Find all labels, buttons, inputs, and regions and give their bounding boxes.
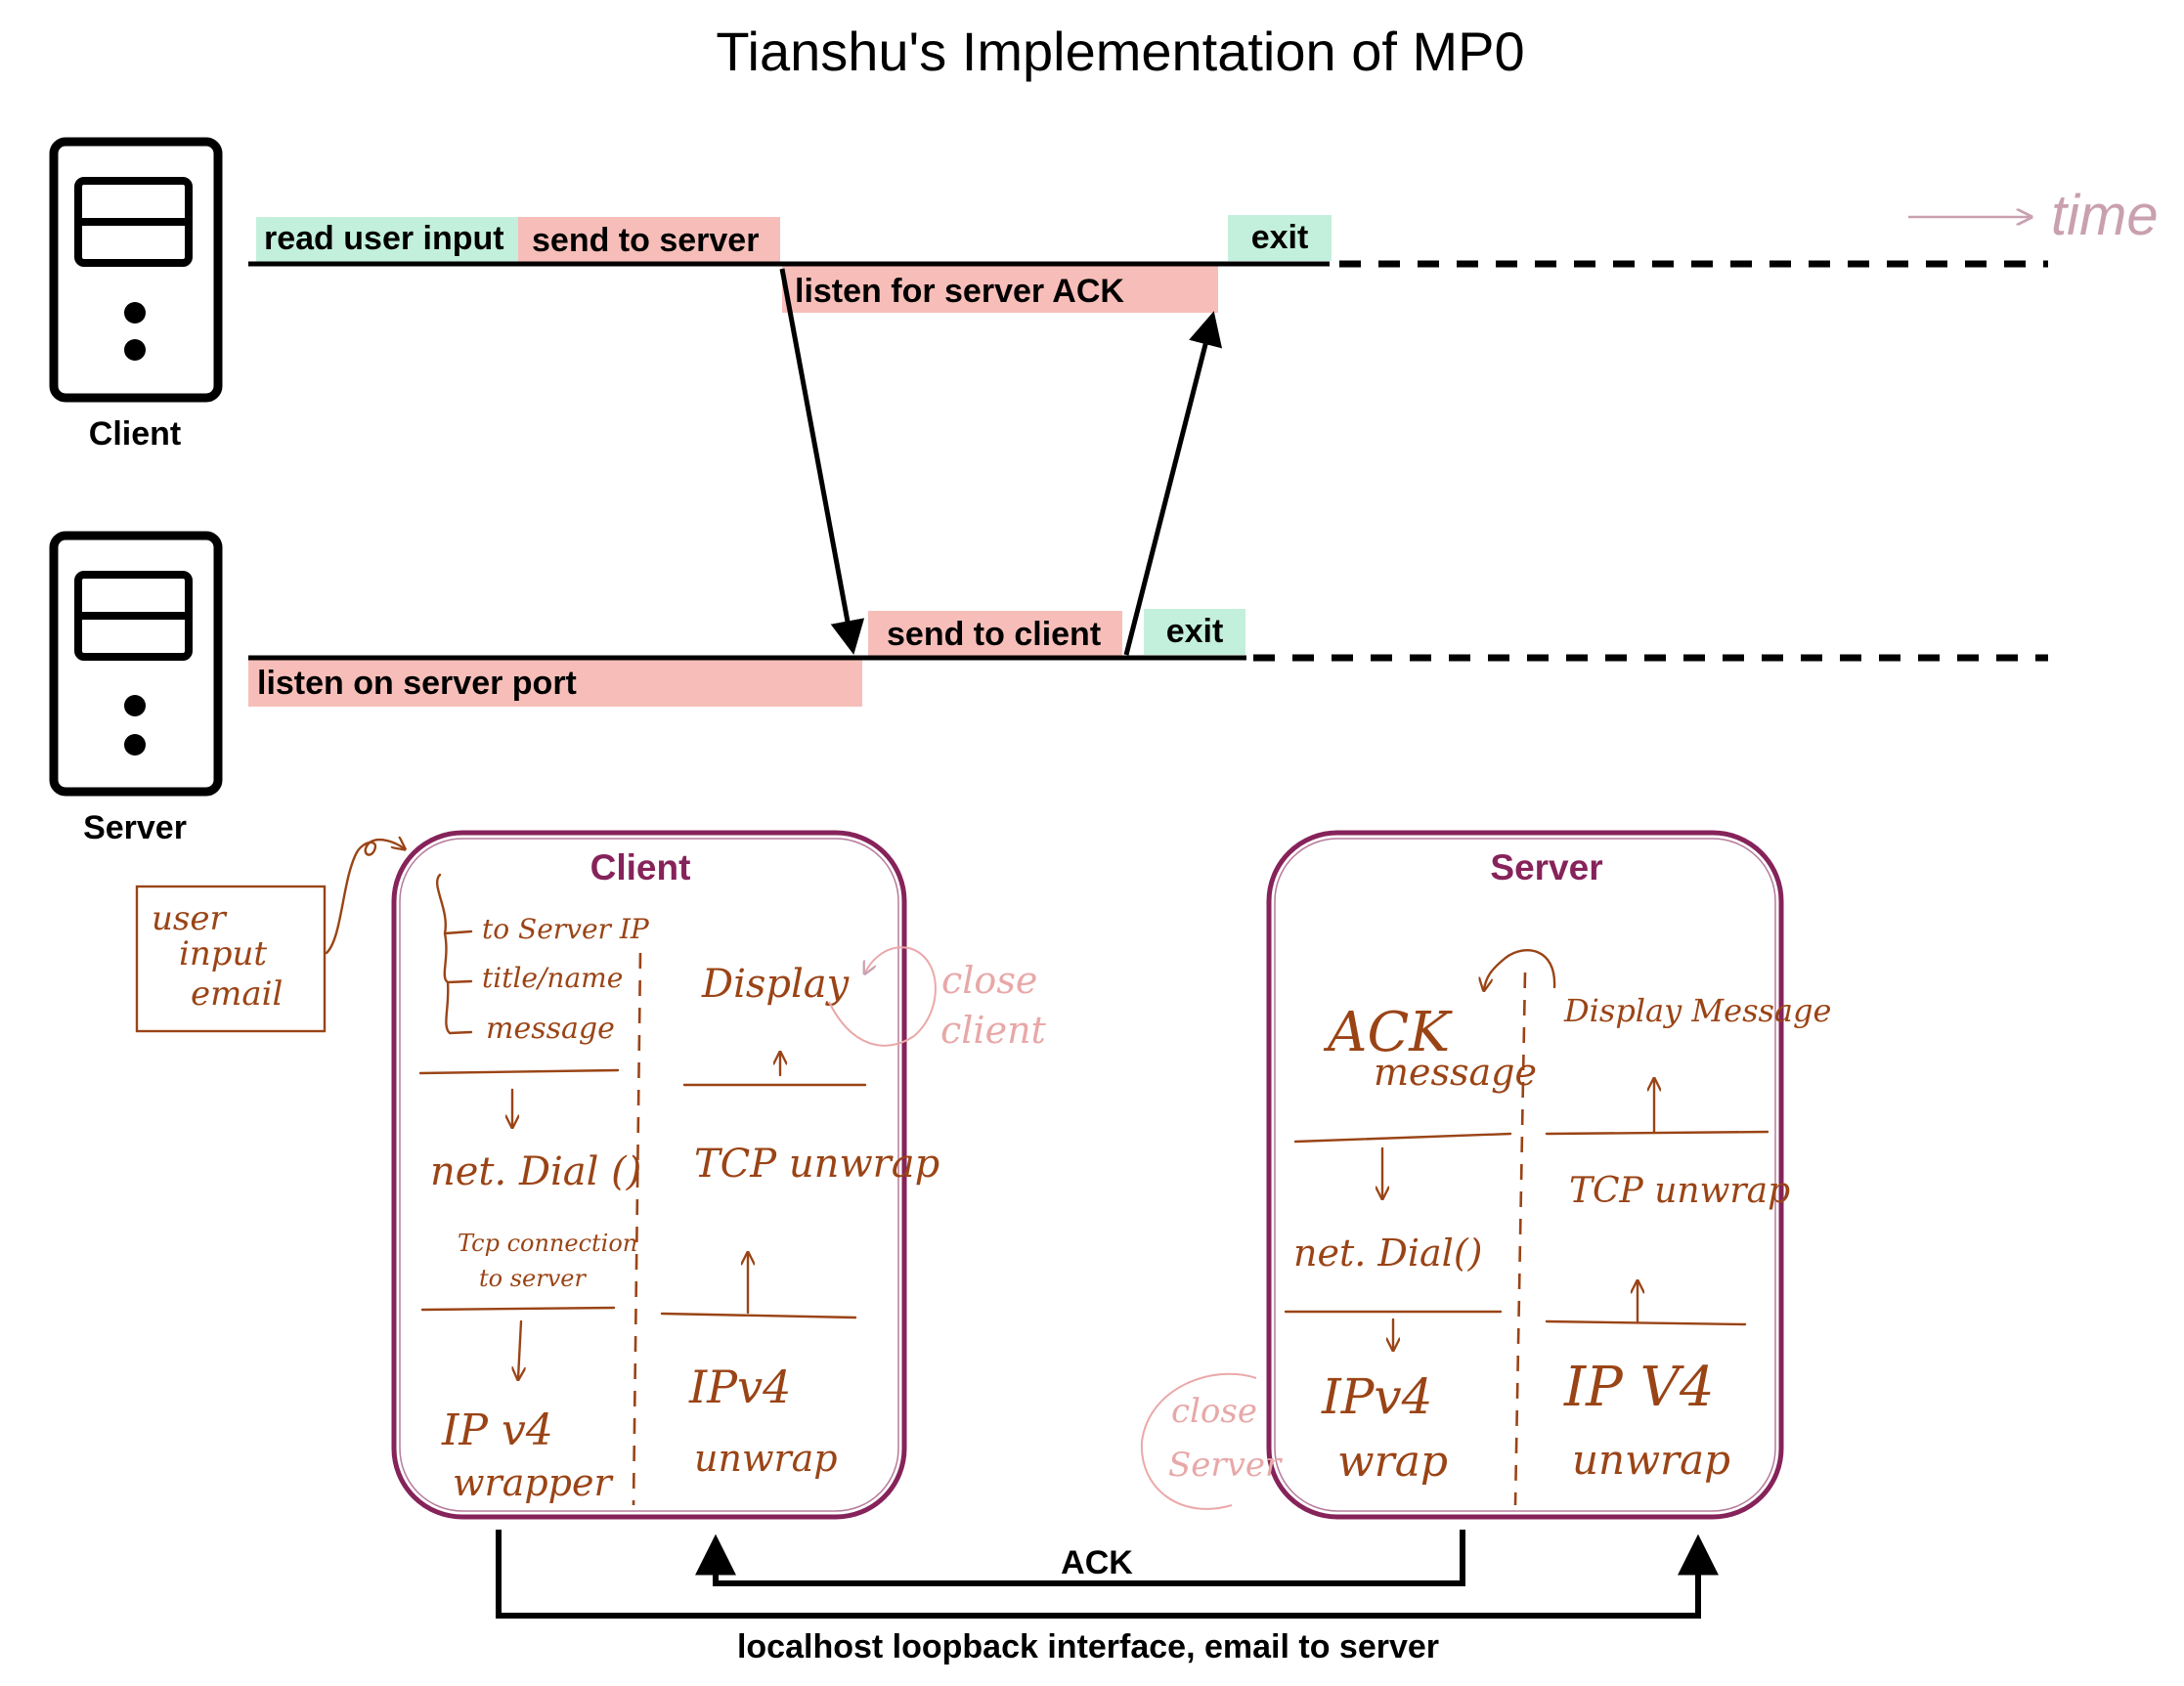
client-icon-label: Client [89, 415, 181, 453]
server-ipv4-wrap-1: IPv4 [1321, 1368, 1432, 1425]
server-loop-arrow [1484, 949, 1556, 989]
close-client-note-1: close [941, 959, 1037, 1002]
close-server-loop [1140, 1372, 1257, 1510]
bar-client-exit-label: exit [1251, 219, 1309, 256]
loopback-connection-line [496, 1530, 1719, 1619]
server-icon-label: Server [83, 809, 187, 846]
arrow-client-to-server [779, 268, 865, 655]
ack-connection-line [695, 1530, 1465, 1586]
user-input-note-line-1: user [152, 899, 227, 938]
server-ipv4-unwrap-2: unwrap [1572, 1436, 1730, 1484]
field-title-name: title/name [482, 962, 623, 994]
close-server-note-1: close [1171, 1392, 1257, 1431]
close-server-note-2: Server [1168, 1446, 1283, 1485]
client-ipv4-unwrap-1: IPv4 [688, 1361, 791, 1413]
arrow-server-to-client [1123, 311, 1223, 656]
bar-read-user-input-label: read user input [264, 220, 504, 257]
bar-server-exit-label: exit [1166, 613, 1224, 650]
client-computer-icon [49, 137, 223, 403]
close-client-loop [828, 946, 937, 1047]
bar-listen-on-port [248, 660, 862, 707]
bar-read-user-input [256, 217, 518, 263]
field-brace [435, 873, 473, 1035]
client-down-arrow-2 [518, 1319, 521, 1378]
server-ack-message: message [1374, 1051, 1537, 1094]
server-ipv4-unwrap-1: IP V4 [1563, 1356, 1715, 1419]
client-box [391, 830, 907, 1520]
server-net-dial: net. Dial() [1293, 1232, 1482, 1275]
page-title: Tianshu's Implementation of MP0 [716, 21, 1524, 82]
client-ipv4-unwrap-2: unwrap [694, 1437, 838, 1480]
user-input-note: user input email [135, 840, 404, 1033]
user-input-note-line-2: input [179, 934, 267, 973]
bar-listen-on-port-label: listen on server port [257, 665, 577, 702]
bar-send-to-client-label: send to client [887, 616, 1101, 653]
client-display: Display [701, 962, 851, 1007]
client-box-title: Client [590, 847, 691, 887]
server-ack: ACK [1323, 1001, 1453, 1064]
server-ipv4-wrap-2: wrap [1337, 1437, 1448, 1487]
client-tcp-unwrap: TCP unwrap [694, 1142, 939, 1187]
close-client-note-2: client [940, 1009, 1047, 1052]
bar-listen-for-ack [782, 266, 1218, 313]
client-box-divider [632, 952, 642, 1506]
field-to-server-ip: to Server IP [482, 913, 650, 945]
field-message: message [486, 1012, 615, 1046]
client-dial-note-2: to server [479, 1265, 587, 1292]
client-dial-note-1: Tcp connection [458, 1230, 637, 1257]
time-label: time [2051, 184, 2159, 247]
client-net-dial: net. Dial () [430, 1149, 641, 1194]
bar-send-to-server [518, 217, 780, 263]
bar-client-exit [1228, 215, 1332, 261]
server-box-divider [1513, 972, 1527, 1506]
user-input-note-line-3: email [191, 974, 283, 1014]
loopback-connection-label: localhost loopback interface, email to s… [737, 1628, 1439, 1665]
bar-send-to-server-label: send to server [532, 222, 759, 259]
client-ipv4-wrap-1: IP v4 [441, 1405, 553, 1455]
server-tcp-unwrap: TCP unwrap [1569, 1171, 1790, 1211]
bar-send-to-client [868, 611, 1122, 657]
bar-listen-for-ack-label: listen for server ACK [795, 273, 1124, 310]
server-box-title: Server [1490, 847, 1602, 887]
server-computer-icon [49, 531, 223, 797]
server-box [1266, 830, 1784, 1520]
ack-connection-label: ACK [1061, 1544, 1133, 1581]
server-display-message: Display Message [1563, 992, 1831, 1029]
client-ipv4-wrap-2: wrapper [453, 1461, 614, 1504]
bar-server-exit [1144, 609, 1245, 655]
